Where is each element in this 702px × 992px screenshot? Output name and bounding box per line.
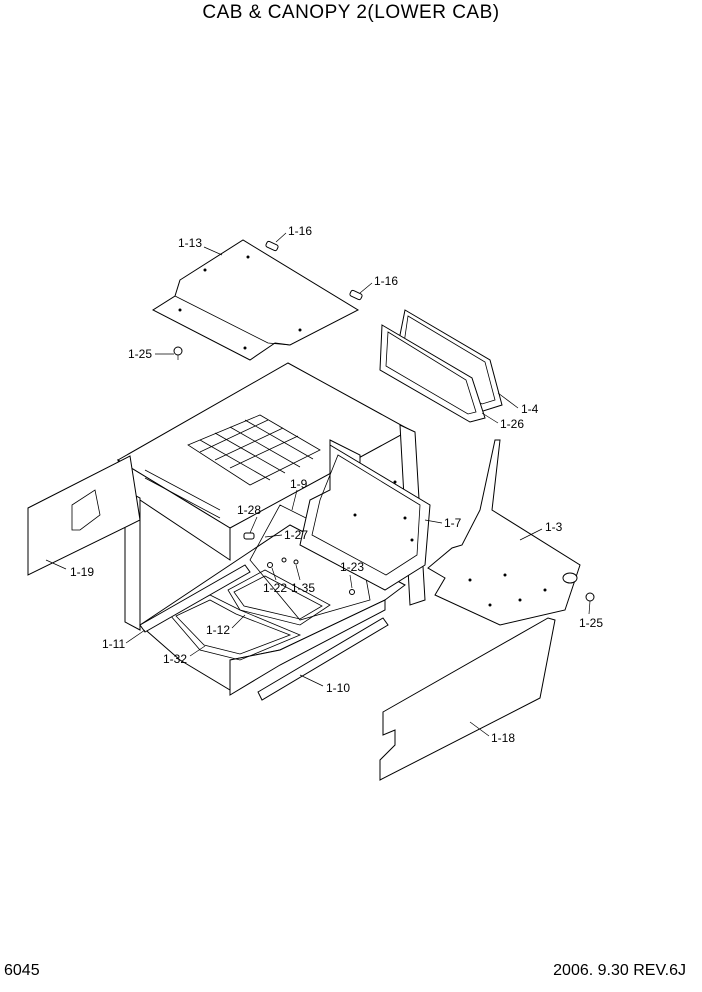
callout-1-25b: 1-25 — [579, 616, 603, 630]
part-side-bracket — [299, 444, 431, 591]
part-rubber-cap-2 — [349, 289, 363, 301]
callout-1-35: 1-35 — [291, 581, 315, 595]
callout-1-32: 1-32 — [163, 652, 187, 666]
part-left-sill — [139, 564, 251, 633]
callout-1-19: 1-19 — [70, 565, 94, 579]
part-roof-cover — [151, 239, 360, 361]
revision-date: 2006. 9.30 REV.6J — [553, 962, 686, 979]
callout-1-23: 1-23 — [340, 560, 364, 574]
callout-1-3: 1-3 — [545, 520, 563, 534]
page-title: CAB & CANOPY 2(LOWER CAB) — [202, 2, 500, 23]
callout-1-16a: 1-16 — [288, 224, 312, 238]
part-roof-bolt — [173, 346, 183, 360]
leader-lines — [45, 232, 591, 737]
callout-1-9: 1-9 — [290, 477, 308, 491]
part-rubber-cap-1 — [265, 240, 279, 252]
callout-labels: 1-16 1-13 1-16 1-25 1-4 1-26 1-9 1-28 1-… — [70, 224, 603, 745]
part-left-side-panel — [27, 455, 141, 576]
part-floor-bolt — [585, 592, 595, 602]
part-lower-trim-strip — [257, 617, 389, 701]
part-window-seal — [379, 324, 486, 423]
part-right-side-panel — [379, 617, 556, 781]
callout-1-26: 1-26 — [500, 417, 524, 431]
callout-1-27: 1-27 — [284, 528, 308, 542]
callout-1-4: 1-4 — [521, 402, 539, 416]
callout-1-10: 1-10 — [326, 681, 350, 695]
page-number: 6045 — [4, 962, 40, 979]
callout-1-12: 1-12 — [206, 623, 230, 637]
part-floor-mat — [227, 569, 331, 626]
part-fasteners — [243, 532, 355, 595]
callout-1-18: 1-18 — [491, 731, 515, 745]
part-right-floor-plate — [427, 439, 581, 626]
callout-1-7: 1-7 — [444, 516, 462, 530]
callout-1-22: 1-22 — [263, 581, 287, 595]
callout-1-28: 1-28 — [237, 503, 261, 517]
callout-1-13: 1-13 — [178, 236, 202, 250]
callout-1-25a: 1-25 — [128, 347, 152, 361]
callout-1-16b: 1-16 — [374, 274, 398, 288]
callout-1-11: 1-11 — [102, 637, 125, 651]
